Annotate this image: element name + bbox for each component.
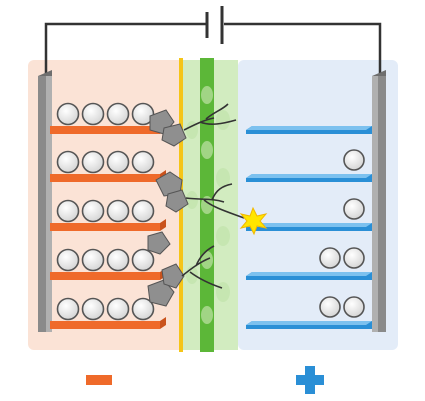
separator [179,58,230,352]
anode-layer [50,199,166,231]
lithium-ion [131,102,155,126]
anode-plate [50,272,160,280]
dendrite-icon [155,171,245,219]
cathode-layer [246,126,372,134]
lithium-ion [343,149,365,171]
cathode-layer [246,247,372,280]
lithium-ion [106,102,130,126]
anode-plate-edge [160,219,166,231]
cathode-layer [246,198,372,231]
dendrites [147,103,245,307]
lithium-ion [131,297,155,321]
anode-layers [50,102,166,329]
cathode-current-collector [372,70,386,332]
anode-layer [50,248,166,280]
lithium-ion [106,248,130,272]
anode-plate [50,321,160,329]
negative-terminal-label: − [99,391,100,393]
lithium-ion [319,296,341,318]
lithium-ion [56,102,80,126]
battery-symbol-icon [205,6,224,44]
cathode-plate-top [246,223,372,227]
lithium-ion [81,102,105,126]
lithium-ion [56,248,80,272]
lithium-ion [343,296,365,318]
anode-plate-edge [160,317,166,329]
cathode-layers [246,126,372,329]
external-circuit [44,6,382,80]
lithium-ion [106,199,130,223]
plus-sign-icon: + [296,366,324,394]
lithium-ion [56,150,80,174]
lithium-ion [81,199,105,223]
lithium-ion [319,247,341,269]
cathode-layer [246,296,372,329]
dendrite-icon [147,245,223,307]
cathode-plate-top [246,126,372,130]
wire-left [44,22,206,80]
lithium-ion [81,297,105,321]
cathode-plate-top [246,174,372,178]
dendrite-icon [149,103,237,147]
dendrite-icon [147,231,171,255]
minus-sign-icon: − [86,375,112,393]
wire-right [224,22,382,80]
cathode-plate-top [246,321,372,325]
anode-layer [50,150,166,182]
lithium-ion [81,248,105,272]
cathode-layer [246,149,372,182]
anode-plate [50,126,160,134]
anode-current-collector [38,70,52,332]
lithium-ion [56,199,80,223]
lithium-ion [106,297,130,321]
lithium-ion [131,199,155,223]
anode-plate [50,223,160,231]
lithium-ion [81,150,105,174]
lithium-ion [343,198,365,220]
anode-layer [50,297,166,329]
cathode-plate-top [246,272,372,276]
anode-plate [50,174,160,182]
lithium-ion [106,150,130,174]
lithium-ion [56,297,80,321]
lithium-ion [131,150,155,174]
lithium-ion [131,248,155,272]
spark-icon [239,206,268,236]
lithium-ion [343,247,365,269]
